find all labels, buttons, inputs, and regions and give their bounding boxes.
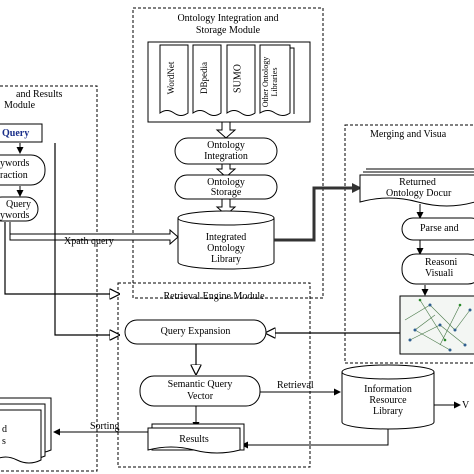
xpath-query-label: Xpath query bbox=[64, 236, 114, 247]
info-library-label-3: Library bbox=[373, 406, 403, 417]
retrieval-label: Retrieval bbox=[277, 380, 314, 391]
results-module-box bbox=[0, 85, 98, 472]
integrated-library-label-3: Library bbox=[211, 254, 241, 265]
integration-module-box bbox=[132, 7, 324, 299]
results-doc bbox=[147, 427, 241, 454]
sumo-label: SUMO bbox=[232, 64, 244, 93]
merging-module-title: Merging and Visua bbox=[370, 129, 447, 140]
results-module-title-1: and Results bbox=[16, 89, 63, 100]
results-label: Results bbox=[179, 434, 209, 445]
query-expansion-label: Query Expansion bbox=[160, 326, 231, 337]
wordnet-doc bbox=[159, 44, 189, 116]
right-truncated-label: V bbox=[462, 400, 470, 411]
integration-title-line1: Ontology Integration and bbox=[177, 13, 279, 24]
integrated-library-label-2: Ontology bbox=[207, 243, 245, 254]
semantic-vector-label-2: Vector bbox=[186, 391, 214, 402]
returned-docs-label-2: Ontology Docur bbox=[386, 188, 452, 199]
reasoning-node bbox=[401, 253, 474, 285]
info-library-label-2: Resource bbox=[369, 395, 407, 406]
reasoning-label-1: Reasoni bbox=[425, 257, 458, 268]
ontology-storage-label-2: Storage bbox=[210, 187, 242, 198]
semantic-vector-label-1: Semantic Query bbox=[167, 379, 233, 390]
returned-docs-label-1: Returned bbox=[399, 177, 436, 188]
sorting-label: Sorting bbox=[90, 421, 120, 432]
xpath-arrow bbox=[9, 228, 179, 246]
returned-docs-node bbox=[359, 174, 474, 207]
parse-node bbox=[401, 217, 474, 241]
wordnet-label: WordNet bbox=[166, 61, 176, 95]
semantic-vector-node bbox=[139, 375, 261, 407]
query-label: Query bbox=[2, 128, 30, 139]
integrated-library-cylinder bbox=[177, 218, 275, 270]
results-module-title-2: Module bbox=[4, 100, 36, 111]
output-docs-label-1: d bbox=[2, 424, 7, 435]
retrieval-module-box bbox=[117, 282, 311, 468]
output-docs-label-2: s bbox=[2, 436, 6, 447]
integration-title-line2: Storage Module bbox=[195, 25, 261, 36]
integrated-library-label-1: Integrated bbox=[205, 232, 247, 243]
query-node bbox=[0, 123, 43, 143]
info-library-label-1: Information bbox=[364, 384, 412, 395]
output-docs bbox=[0, 409, 42, 464]
dbpedia-doc bbox=[192, 44, 222, 116]
ontology-storage-node bbox=[174, 174, 278, 200]
reasoning-label-2: Visuali bbox=[425, 268, 454, 279]
keywords-extraction-node bbox=[0, 154, 46, 186]
dbpedia-label: DBpedia bbox=[199, 62, 209, 94]
other-libraries-doc bbox=[259, 44, 291, 116]
merging-module-box bbox=[344, 124, 474, 364]
ontology-storage-label-1: Ontology bbox=[207, 177, 245, 188]
other-libraries-label: Other Ontology Libraries bbox=[261, 56, 279, 108]
flow-arrow-sources bbox=[215, 121, 237, 139]
ontology-integration-label-1: Ontology bbox=[207, 140, 245, 151]
query-keywords-label-2: ywords bbox=[0, 210, 30, 221]
retrieval-module-title: Retrieval Engine Module bbox=[163, 291, 265, 302]
visualization-graph bbox=[399, 295, 474, 355]
keywords-extraction-label-2: raction bbox=[0, 170, 28, 181]
ontology-integration-node bbox=[174, 137, 278, 165]
keywords-extraction-label-1: ywords bbox=[0, 158, 30, 169]
sumo-doc bbox=[226, 44, 256, 116]
query-keywords-label-1: Query bbox=[6, 199, 31, 210]
ontology-integration-label-2: Integration bbox=[204, 151, 248, 162]
parse-label: Parse and bbox=[420, 223, 459, 234]
query-keywords-node bbox=[0, 196, 39, 222]
